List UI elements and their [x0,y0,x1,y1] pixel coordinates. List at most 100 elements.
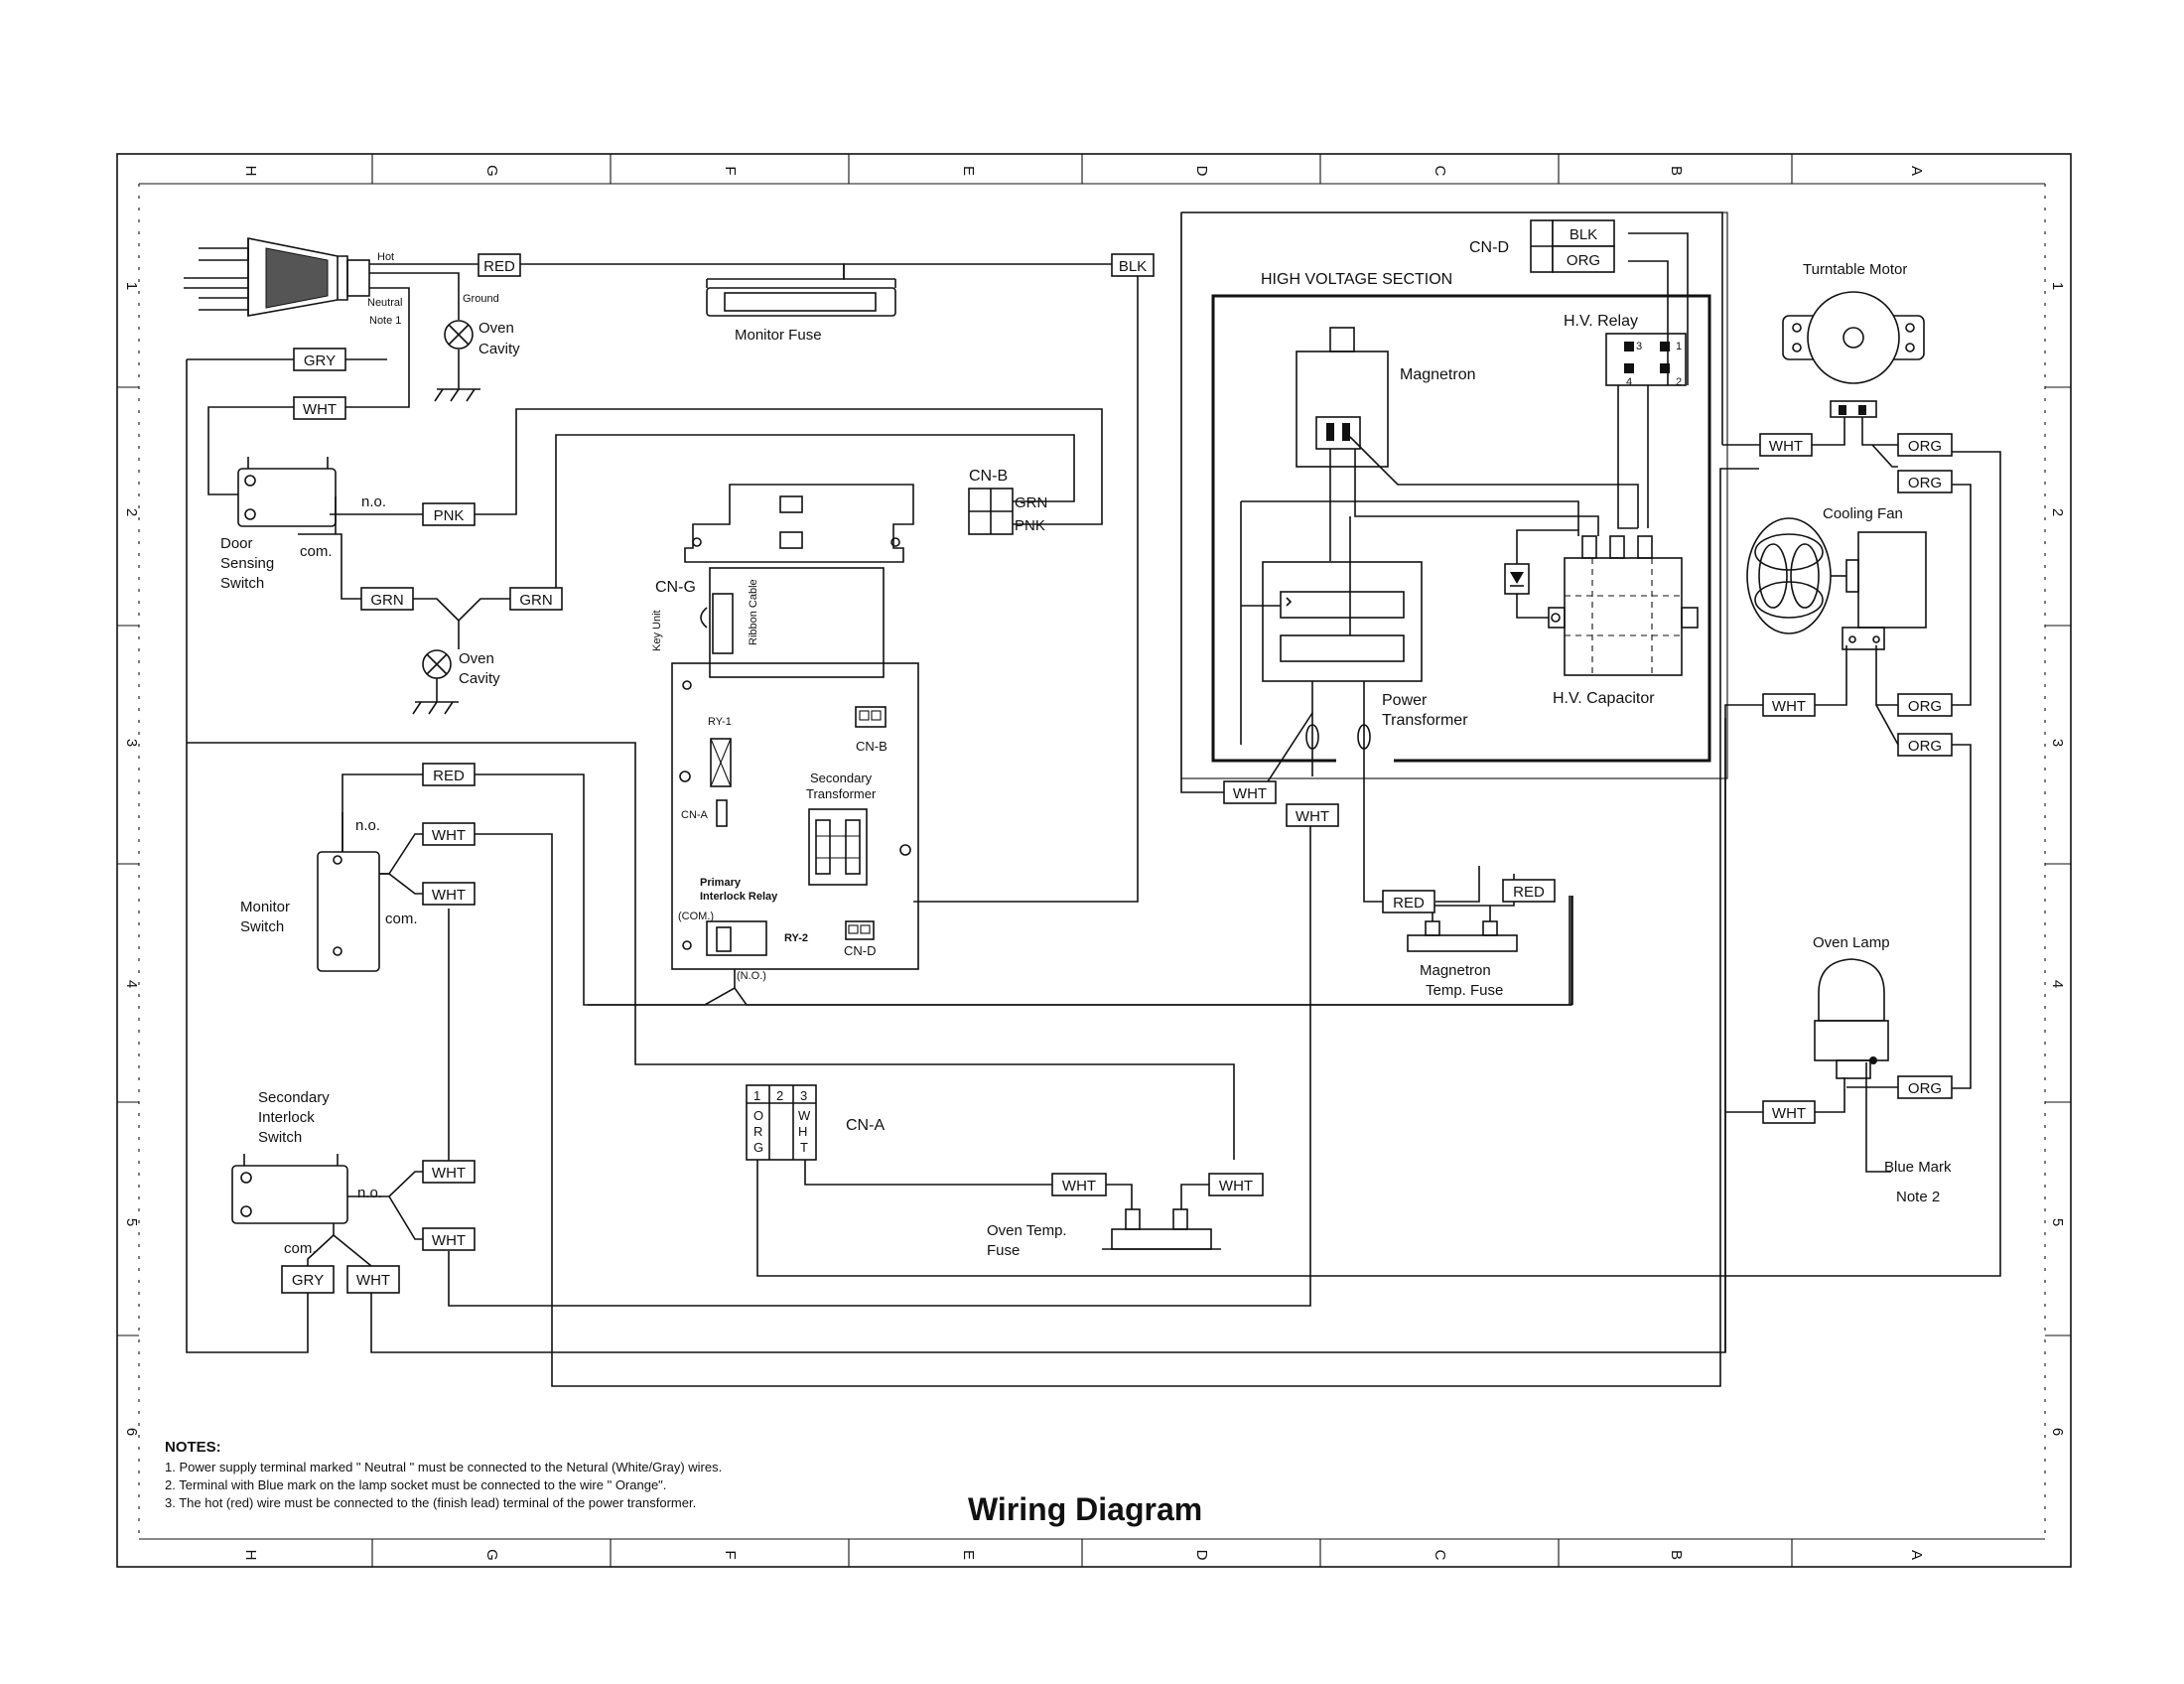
wire-tag: PNK [1015,517,1045,534]
relay-pin: 3 [1636,341,1642,352]
col-label: C [1432,1550,1448,1561]
door-sensing-label: Sensing [220,555,274,572]
svg-text:WHT: WHT [356,1272,390,1289]
cn-d-connector: CN-D [1469,219,1554,273]
door-sensing-label: Switch [220,575,264,592]
wire-tag: WHT [422,1227,476,1251]
wire-tag: ORG [1897,733,1953,757]
hv-capacitor-label: H.V. Capacitor [1553,690,1655,707]
secondary-transformer-label: Transformer [806,786,877,801]
oven-temp-fuse-label: Fuse [987,1242,1020,1259]
high-voltage-section: HIGH VOLTAGE SECTION H.V. Relay 3 1 4 2 … [1180,211,1728,779]
secondary-interlock-label: Switch [258,1129,302,1146]
wire-tag: BLK [1111,253,1155,277]
col-label: C [1432,166,1448,177]
wire-tag: WHT [1762,693,1816,717]
sec-switch-no-label: n.o. [357,1185,382,1201]
cn-d-small-label: CN-D [844,943,877,958]
wire-tag: WHT [1051,1173,1107,1196]
grid-row-labels: 1 2 3 4 5 6 1 2 3 4 5 6 [123,282,2066,1436]
svg-text:WHT: WHT [432,1232,466,1249]
oven-cavity-label: Oven [459,650,494,667]
wire-tag: ORG [1897,1075,1953,1099]
secondary-interlock-switch: n.o. com. Secondary Interlock Switch [231,1089,382,1257]
svg-text:RED: RED [1393,895,1425,912]
wire-tag: ORG [1897,470,1953,493]
row-label: 1 [123,282,140,290]
wire-tags: RED BLK GRY WHT PNK GRN GRN GRN PNK BLK … [281,219,1953,1294]
row-label: 2 [123,508,140,516]
cn-b-small-label: CN-B [856,739,887,754]
note1-label: Note 1 [369,315,401,327]
oven-lamp: Oven Lamp Blue Mark Note 2 [1813,934,1952,1205]
ground-label: Ground [463,293,499,305]
wire-tag: WHT [422,1160,476,1184]
com-paren-label: (COM.) [678,911,714,922]
svg-text:ORG: ORG [1908,738,1942,755]
svg-text:ORG: ORG [1908,438,1942,455]
wire-tag: GRN [360,587,414,611]
col-label: E [960,166,977,176]
svg-text:GRY: GRY [304,352,336,369]
turntable-motor-label: Turntable Motor [1803,261,1907,278]
note-item: 3. The hot (red) wire must be connected … [165,1495,696,1510]
row-label: 6 [2049,1428,2066,1436]
control-pcb: CN-G Key Unit Ribbon Cable RY-1 CN-A CN-… [651,484,919,988]
magnetron-temp-fuse: Magnetron Temp. Fuse [1407,902,1518,999]
svg-text:RED: RED [433,768,465,784]
svg-text:WHT: WHT [432,887,466,904]
wire-tag: GRN [1015,494,1047,511]
oven-cavity-label: Cavity [478,341,520,357]
row-label: 5 [123,1218,140,1226]
svg-text:ORG: ORG [1567,252,1600,269]
monitor-switch-label: Monitor [240,899,290,915]
cn-a-pin3-letter: T [800,1140,808,1155]
cn-a-pin: 3 [800,1088,807,1103]
cn-b-connector: CN-B [968,468,1014,535]
sec-switch-com-label: com. [284,1240,317,1257]
wire-tag: WHT [1223,780,1277,804]
row-label: 3 [123,739,140,747]
svg-text:WHT: WHT [303,401,337,418]
svg-text:RED: RED [483,258,515,275]
note-item: 1. Power supply terminal marked " Neutra… [165,1460,722,1474]
cn-a-pin1-letter: O [753,1108,763,1123]
door-switch-com-label: com. [300,543,333,560]
wire-tag: RED [1502,879,1556,903]
row-label: 1 [2049,282,2066,290]
power-plug: Hot Ground Neutral Note 1 [184,237,499,327]
wire-tag: ORG [1897,693,1953,717]
svg-text:WHT: WHT [1769,438,1803,455]
cn-a-pin1-letter: G [753,1140,763,1155]
row-label: 4 [123,980,140,988]
notes-heading: NOTES: [165,1439,221,1456]
wire-tag: GRY [281,1265,335,1294]
door-sensing-switch: n.o. com. Door Sensing Switch [220,457,386,592]
svg-text:RED: RED [1513,884,1545,901]
turntable-motor: Turntable Motor [1782,261,1925,418]
wire-tag: WHT [346,1265,400,1294]
row-label: 4 [2049,980,2066,988]
secondary-interlock-label: Interlock [258,1109,315,1126]
svg-text:WHT: WHT [432,827,466,844]
cn-a-small-label: CN-A [681,809,709,821]
wire-tag: RED [478,253,521,277]
row-label: 5 [2049,1218,2066,1226]
cn-d-label: CN-D [1469,239,1509,256]
hv-relay-label: H.V. Relay [1564,313,1638,330]
cn-a-pin3-letter: W [798,1108,811,1123]
wire-tag: RED [422,763,476,786]
row-label: 6 [123,1428,140,1436]
oven-cavity-label: Cavity [459,670,500,687]
neutral-label: Neutral [367,297,402,309]
oven-lamp-label: Oven Lamp [1813,934,1890,951]
door-sensing-label: Door [220,535,253,552]
cooling-fan: Cooling Fan [1746,505,1927,650]
note2-label: Note 2 [1896,1189,1940,1205]
secondary-transformer-label: Secondary [810,771,873,785]
ribbon-cable-label: Ribbon Cable [748,579,759,645]
col-label: F [722,1550,739,1559]
monitor-fuse-label: Monitor Fuse [735,327,822,344]
power-transformer-label: Power [1382,692,1428,709]
